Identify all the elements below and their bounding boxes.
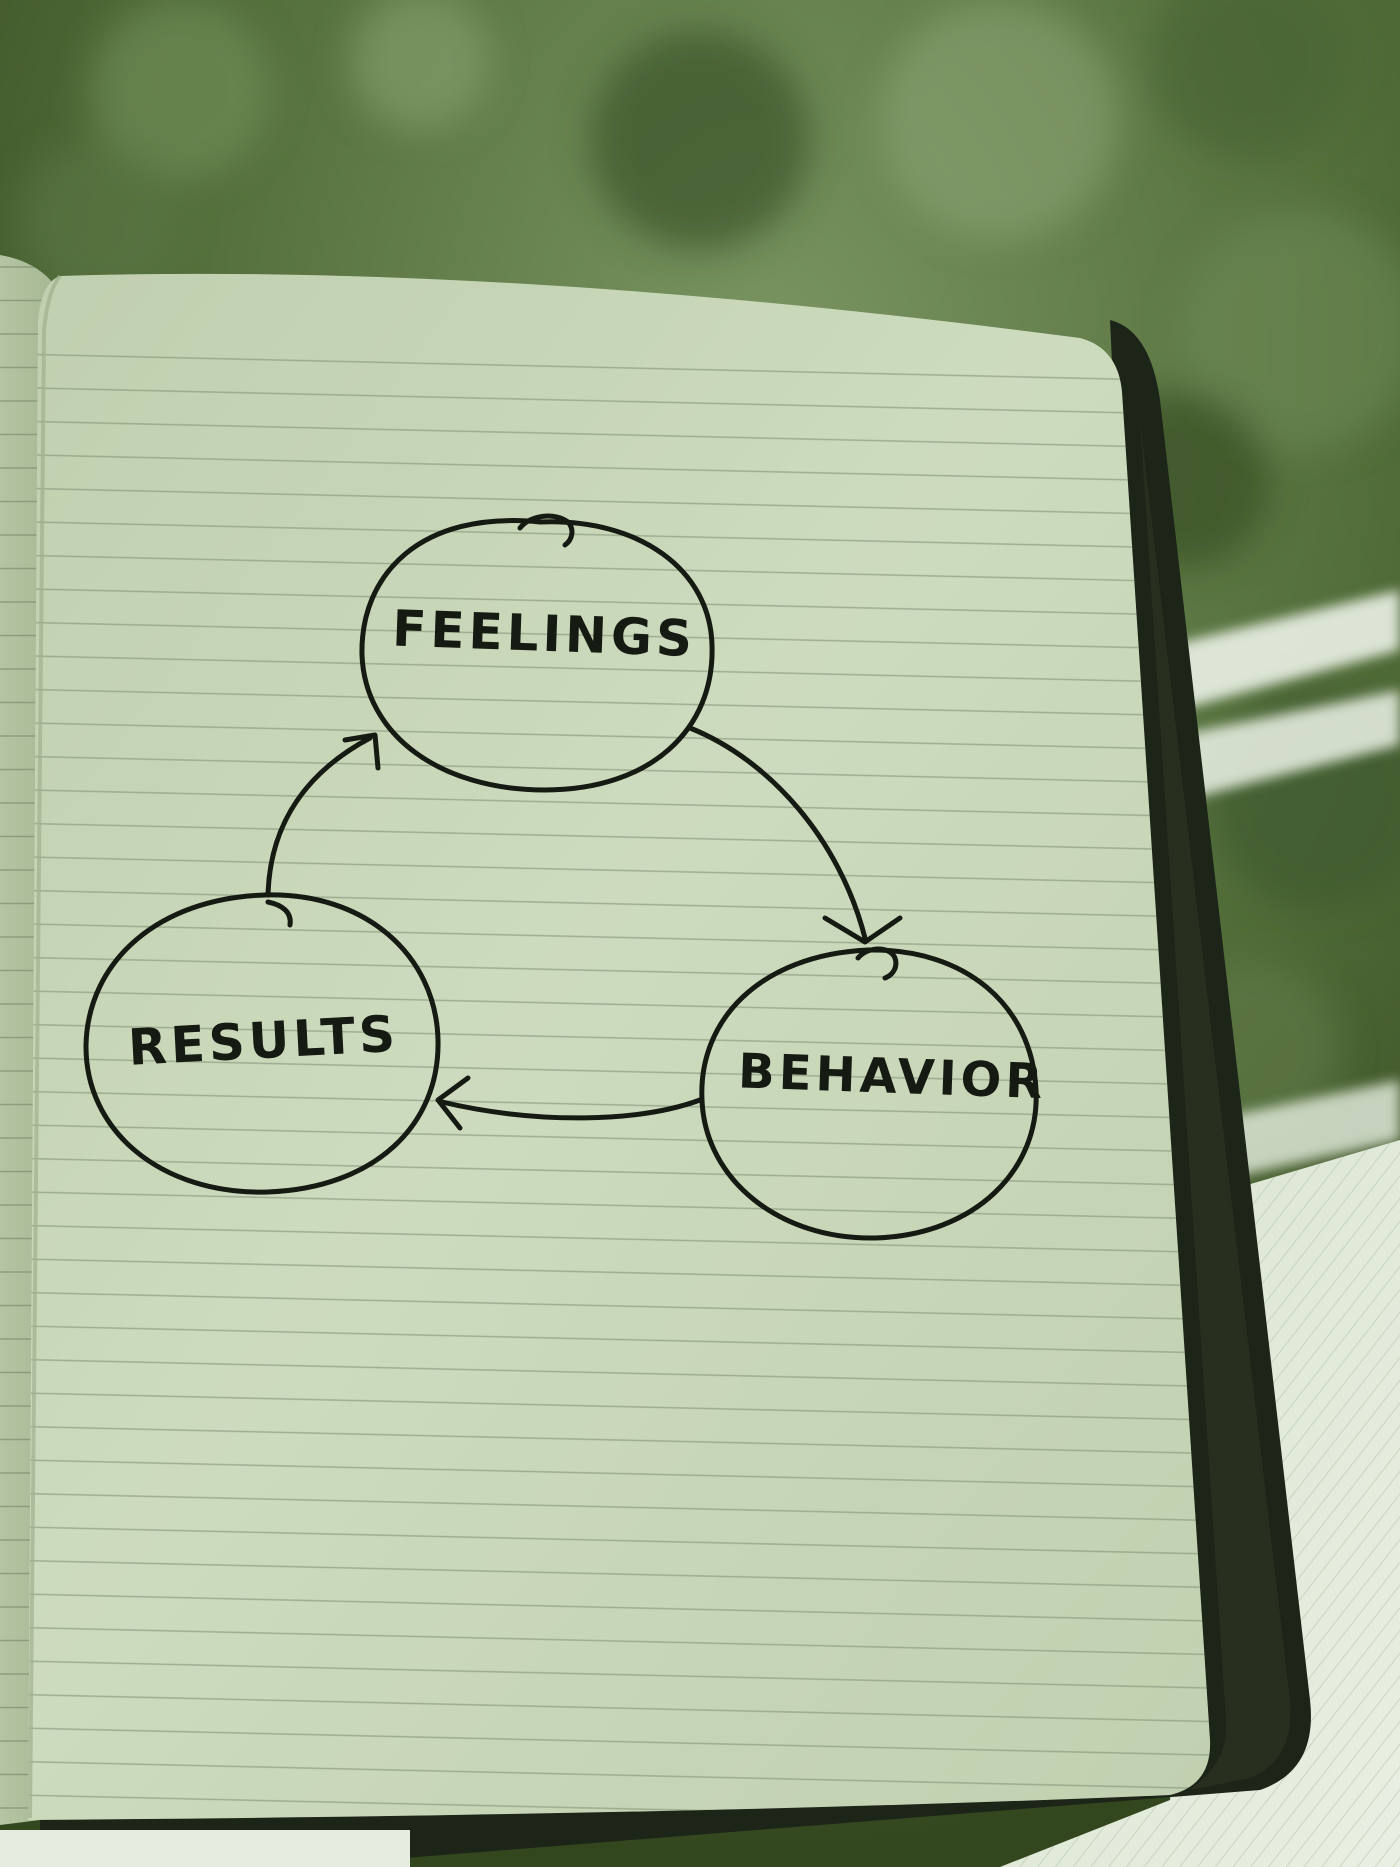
blurred-bench-slats bbox=[1150, 590, 1400, 1180]
node-behavior bbox=[699, 946, 1039, 1241]
cycle-diagram bbox=[83, 513, 1039, 1241]
node-feelings bbox=[359, 513, 715, 793]
edge-behavior-to-results bbox=[435, 1075, 703, 1131]
label-feelings: FEELINGS bbox=[391, 600, 697, 669]
paper-strip bbox=[0, 1830, 410, 1867]
edge-results-to-feelings bbox=[265, 732, 381, 898]
edge-feelings-to-behavior bbox=[687, 725, 903, 945]
node-results bbox=[83, 892, 441, 1195]
label-results: RESULTS bbox=[127, 1005, 401, 1077]
label-behavior: BEHAVIOR bbox=[737, 1043, 1047, 1110]
